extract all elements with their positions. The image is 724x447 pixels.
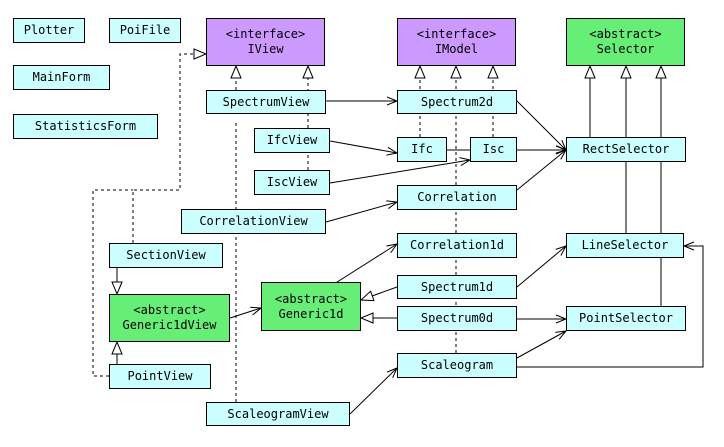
edge-generic1dview-generic1d (229, 308, 261, 319)
pointselector-class[interactable]: PointSelector (566, 306, 686, 331)
isc-label: Isc (482, 142, 505, 156)
generic1dview-label: Generic1dView (122, 318, 217, 332)
edge-spectrum2d-rectselector (516, 100, 566, 150)
edge-generic1d-correlation1d (333, 244, 397, 285)
edge-scaleogram-pointselector (516, 331, 566, 359)
edge-pointview-iview (92, 189, 133, 377)
iscview-label: IscView (266, 175, 318, 189)
poifile-class[interactable]: PoiFile (109, 18, 181, 43)
edge-spectrum1d-lineselector (516, 246, 566, 288)
spectrum2d-class[interactable]: Spectrum2d (397, 90, 517, 114)
scaleogramview-label: ScaleogramView (227, 406, 329, 421)
edge-scaleogram-lineselector (517, 246, 704, 368)
plotter-label: Plotter (23, 23, 75, 37)
edge-iscview-isc (329, 160, 470, 184)
statisticsform-label: StatisticsForm (34, 119, 137, 133)
ifcview-class[interactable]: IfcView (254, 128, 330, 153)
spectrumview-label: SpectrumView (222, 94, 310, 109)
edge-correlationview-correlation (325, 202, 397, 223)
ifc-class[interactable]: Ifc (397, 137, 447, 162)
spectrumview-class[interactable]: SpectrumView (206, 90, 326, 114)
lineselector-class[interactable]: LineSelector (566, 233, 684, 258)
ifc-label: Ifc (411, 142, 433, 156)
spectrum0d-class[interactable]: Spectrum0d (397, 306, 517, 331)
generic1d-abstract[interactable]: <abstract> Generic1d (261, 282, 361, 331)
mainform-label: MainForm (32, 70, 91, 84)
imodel-interface[interactable]: <interface> IModel (397, 18, 516, 66)
selector-abstract[interactable]: <abstract> Selector (566, 18, 685, 66)
pointview-label: PointView (127, 369, 193, 383)
sectionview-label: SectionView (126, 248, 206, 262)
spectrum2d-label: Spectrum2d (420, 94, 494, 109)
correlation-class[interactable]: Correlation (397, 185, 517, 210)
poifile-label: PoiFile (119, 23, 171, 37)
iview-label: IView (247, 42, 284, 56)
correlation1d-label: Correlation1d (410, 238, 504, 252)
edge-ifcview-ifc (329, 140, 397, 153)
correlation1d-class[interactable]: Correlation1d (397, 233, 517, 258)
generic1dview-stereotype: <abstract> (133, 303, 206, 317)
lineselector-label: LineSelector (581, 238, 669, 252)
sectionview-class[interactable]: SectionView (109, 243, 223, 268)
iview-stereotype: <interface> (225, 27, 306, 41)
statisticsform-class[interactable]: StatisticsForm (13, 114, 158, 139)
correlation-label: Correlation (417, 190, 497, 204)
scaleogram-class[interactable]: Scaleogram (397, 353, 517, 378)
selector-label: Selector (596, 42, 655, 56)
generic1dview-abstract[interactable]: <abstract> Generic1dView (109, 294, 230, 342)
scaleogramview-class[interactable]: ScaleogramView (206, 402, 350, 426)
correlationview-class[interactable]: CorrelationView (181, 209, 326, 234)
spectrum1d-class[interactable]: Spectrum1d (397, 275, 517, 299)
spectrum0d-label: Spectrum0d (420, 311, 494, 325)
plotter-class[interactable]: Plotter (13, 18, 85, 43)
imodel-stereotype: <interface> (416, 27, 497, 41)
iscview-class[interactable]: IscView (254, 170, 330, 195)
mainform-class[interactable]: MainForm (13, 65, 110, 90)
spectrum1d-label: Spectrum1d (420, 279, 494, 294)
isc-class[interactable]: Isc (470, 137, 517, 162)
scaleogram-label: Scaleogram (420, 358, 494, 372)
rectselector-label: RectSelector (582, 142, 670, 156)
generic1d-stereotype: <abstract> (274, 291, 348, 306)
pointselector-label: PointSelector (579, 311, 673, 325)
edge-spectrum1d-generic1d (361, 286, 398, 300)
rectselector-class[interactable]: RectSelector (566, 137, 686, 162)
generic1d-label: Generic1d (278, 306, 344, 321)
edge-scaleogramview-scaleogram (349, 368, 397, 415)
imodel-label: IModel (434, 42, 479, 56)
iview-interface[interactable]: <interface> IView (206, 18, 325, 66)
pointview-class[interactable]: PointView (109, 364, 211, 389)
ifcview-label: IfcView (266, 133, 318, 147)
selector-stereotype: <abstract> (589, 27, 662, 41)
edge-correlation-rectselector (516, 150, 566, 191)
correlationview-label: CorrelationView (199, 214, 308, 228)
